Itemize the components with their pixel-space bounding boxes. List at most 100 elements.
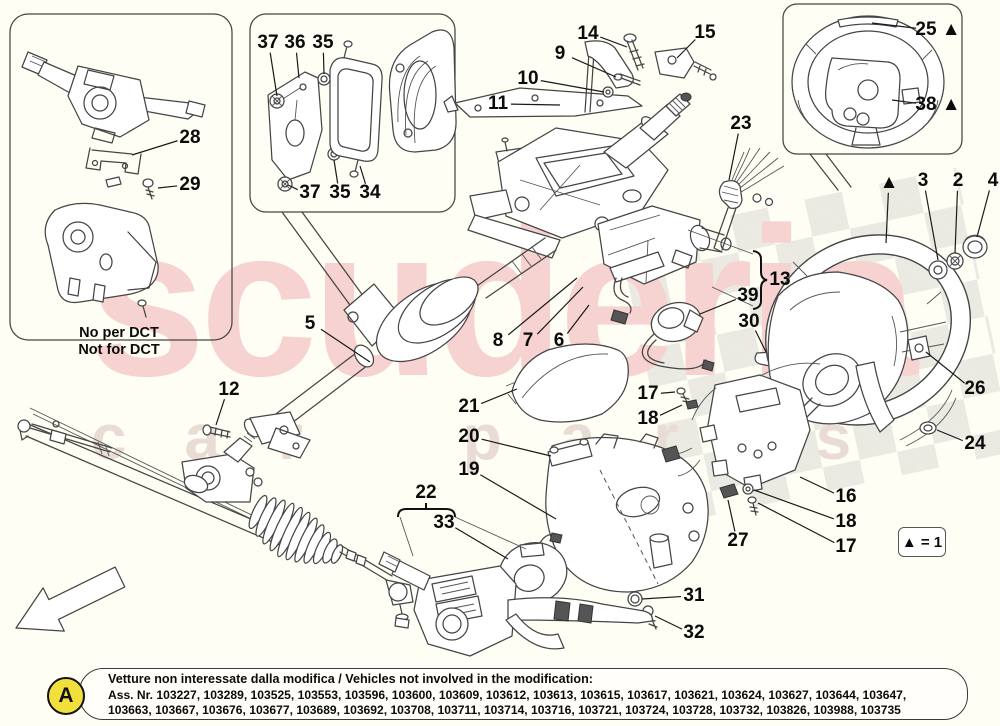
callout-label: 9 bbox=[554, 43, 566, 64]
leader-line bbox=[871, 22, 917, 29]
callout-label: 39 bbox=[737, 285, 759, 306]
callout-label: 32 bbox=[683, 622, 705, 643]
callout-label: 3 bbox=[917, 170, 929, 191]
callout-label: 36 bbox=[284, 32, 306, 53]
callout-label: 30 bbox=[738, 311, 760, 332]
leader-line bbox=[287, 184, 299, 191]
inset-gasket-box bbox=[249, 13, 457, 317]
leader-line bbox=[215, 398, 226, 426]
callout-label: 26 bbox=[964, 378, 986, 399]
callout-label: 22 bbox=[415, 482, 437, 503]
leader-line bbox=[885, 192, 889, 244]
leader-line bbox=[754, 330, 767, 353]
callout-label: 38 ▲ bbox=[915, 94, 961, 115]
callout-label: 17 bbox=[637, 383, 659, 404]
leader-line bbox=[333, 159, 339, 184]
callout-label: 25 ▲ bbox=[915, 19, 961, 40]
callout-label: 23 bbox=[730, 113, 752, 134]
leader-line bbox=[157, 185, 178, 189]
leader-line bbox=[891, 99, 917, 104]
support-bracket bbox=[661, 362, 821, 516]
universal-joint bbox=[202, 411, 311, 459]
callout-label: 27 bbox=[727, 530, 749, 551]
wiring-harness bbox=[713, 147, 785, 253]
leader-line bbox=[480, 388, 518, 405]
callout-label: 16 bbox=[835, 486, 857, 507]
leader-line bbox=[540, 80, 605, 93]
leader-line bbox=[660, 391, 676, 394]
callout-label: 29 bbox=[179, 174, 201, 195]
callout-label: 10 bbox=[517, 68, 539, 89]
leader-line bbox=[925, 351, 966, 384]
callout-label: 8 bbox=[492, 330, 504, 351]
leader-line bbox=[600, 36, 628, 48]
steering-wheel bbox=[750, 234, 988, 447]
column-mechanism bbox=[467, 92, 692, 299]
callout-label: 20 bbox=[458, 426, 480, 447]
upper-cover bbox=[505, 343, 629, 423]
grouping-marks bbox=[397, 229, 768, 557]
callout-label: 18 bbox=[637, 408, 659, 429]
leader-line bbox=[641, 595, 682, 600]
leader-line bbox=[510, 103, 561, 106]
callout-label: 5 bbox=[304, 313, 316, 334]
callout-label: 11 bbox=[487, 93, 509, 114]
legend-box: ▲ = 1 bbox=[898, 527, 946, 557]
leader-line bbox=[727, 499, 736, 532]
leader-line bbox=[571, 57, 617, 78]
dct-note-line2: Not for DCT bbox=[78, 342, 160, 358]
callout-label: 13 bbox=[769, 269, 791, 290]
leader-line bbox=[676, 39, 696, 59]
switch-assembly bbox=[378, 532, 653, 657]
lower-cover bbox=[545, 433, 709, 630]
column-boot bbox=[267, 276, 479, 433]
callout-label: 2 bbox=[952, 170, 964, 191]
leader-line bbox=[455, 527, 509, 560]
leader-line bbox=[359, 165, 367, 185]
callout-label: 14 bbox=[577, 23, 599, 44]
callout-label: 24 bbox=[964, 433, 986, 454]
callout-label: 4 bbox=[987, 170, 999, 191]
leader-line bbox=[699, 298, 737, 315]
leader-line bbox=[728, 133, 739, 181]
leader-line bbox=[654, 615, 683, 630]
callout-label: 35 bbox=[312, 32, 334, 53]
leader-line bbox=[799, 476, 835, 494]
callout-label: 28 bbox=[179, 127, 201, 148]
callout-label: 7 bbox=[522, 330, 534, 351]
callout-label: 12 bbox=[218, 379, 240, 400]
steering-rack bbox=[17, 407, 414, 629]
callout-label: 19 bbox=[458, 459, 480, 480]
leader-line bbox=[753, 489, 834, 520]
leader-line bbox=[481, 438, 552, 457]
footnote-line2: Ass. Nr. 103227, 103289, 103525, 103553,… bbox=[108, 687, 907, 702]
direction-arrow-icon bbox=[15, 566, 126, 632]
leader-line bbox=[566, 304, 590, 334]
leader-line bbox=[976, 190, 991, 238]
callout-label: 21 bbox=[458, 396, 480, 417]
dct-note-line1: No per DCT bbox=[79, 325, 159, 341]
footnote-line1: Vetture non interessate dalla modifica /… bbox=[108, 672, 593, 686]
leader-line bbox=[536, 286, 584, 335]
leader-line bbox=[954, 190, 959, 254]
leader-line bbox=[480, 474, 557, 520]
callout-label: 31 bbox=[683, 585, 705, 606]
callout-label: 6 bbox=[553, 330, 565, 351]
leader-line bbox=[295, 52, 300, 79]
callout-label: 33 bbox=[433, 512, 455, 533]
leader-line bbox=[936, 429, 964, 442]
leader-line bbox=[507, 277, 578, 336]
callout-label: 37 bbox=[299, 182, 321, 203]
callout-label: 37 bbox=[257, 32, 279, 53]
callout-label: 18 bbox=[835, 511, 857, 532]
footnote-box: Vetture non interessate dalla modifica /… bbox=[79, 668, 968, 720]
footnote-badge: A bbox=[47, 677, 85, 715]
callout-label: 17 bbox=[835, 536, 857, 557]
leader-line bbox=[131, 140, 178, 156]
footnote-line3: 103663, 103667, 103676, 103677, 103689, … bbox=[108, 703, 901, 717]
leader-line bbox=[757, 502, 835, 544]
legend-text: ▲ = 1 bbox=[901, 533, 943, 551]
